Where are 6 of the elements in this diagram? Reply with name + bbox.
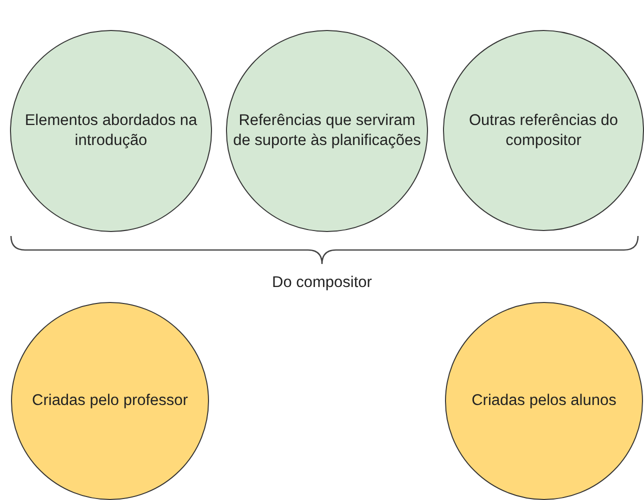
- node-text: Elementos abordados na introdução: [24, 111, 198, 151]
- node-text: Outras referências do compositor: [468, 110, 620, 150]
- node-text: Criadas pelos alunos: [470, 391, 618, 411]
- group-label: Do compositor: [272, 274, 372, 292]
- node-text: Referências que serviram de suporte às planificações: [232, 111, 422, 151]
- node-text: Criadas pelo professor: [31, 391, 189, 411]
